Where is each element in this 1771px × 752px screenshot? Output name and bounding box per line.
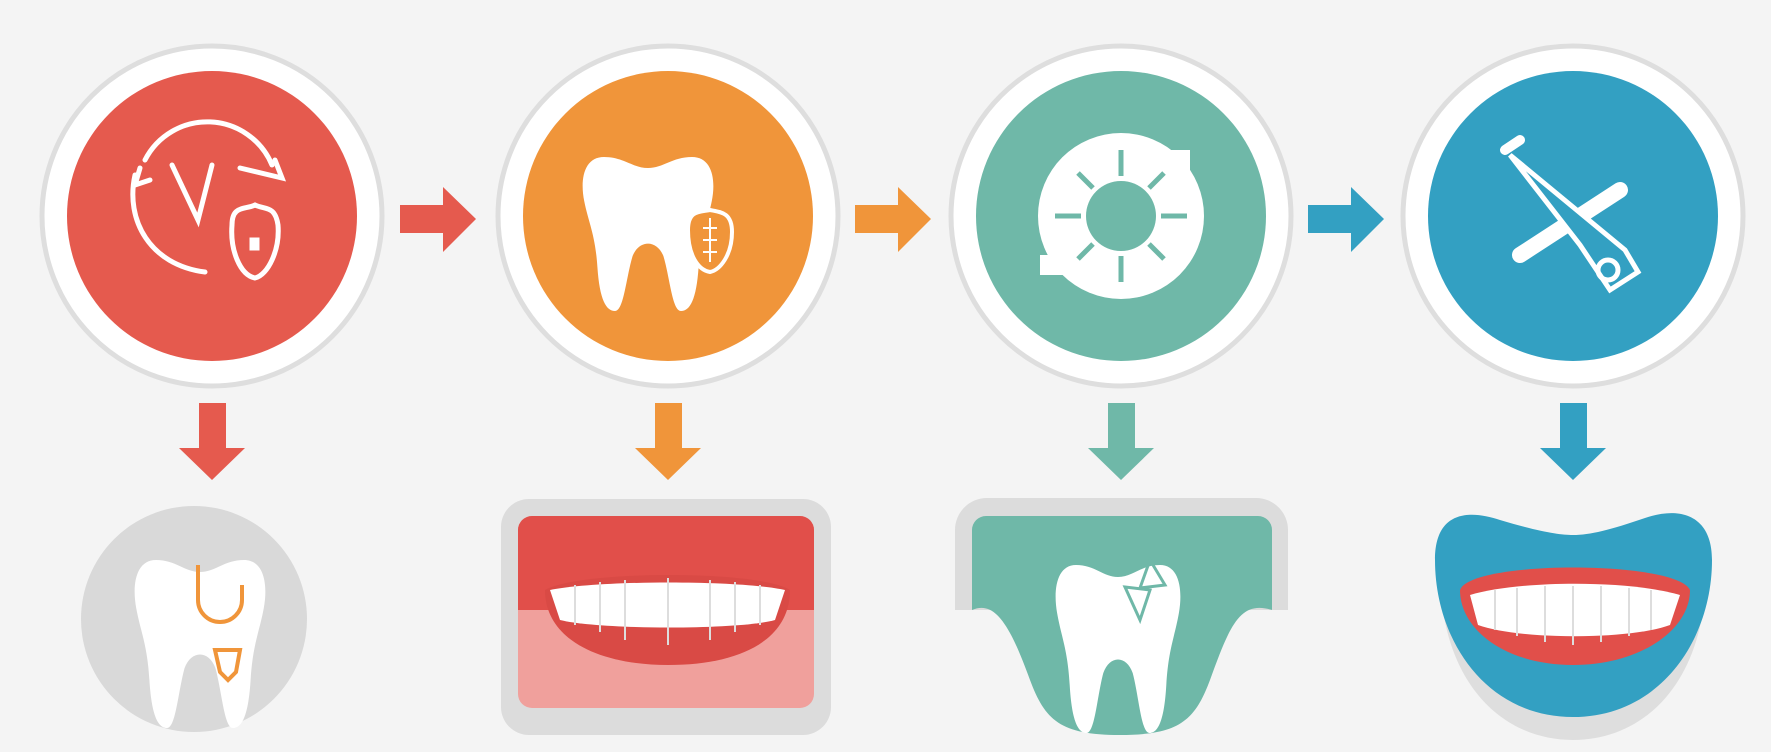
smile-gums-icon xyxy=(545,575,790,665)
cracked-tooth-icon xyxy=(1055,556,1181,733)
arrow-down-2 xyxy=(635,403,701,480)
bacteria-shield-icon xyxy=(1038,133,1204,299)
step-1 xyxy=(39,43,385,389)
result-2 xyxy=(501,499,831,735)
dental-tools-icon xyxy=(1500,135,1642,294)
step-2 xyxy=(495,43,841,389)
result-4 xyxy=(1435,513,1712,740)
arrow-shape xyxy=(635,403,701,480)
arrow-down-3 xyxy=(1088,403,1154,480)
smile-mouth-icon xyxy=(1460,567,1690,665)
arrow-shape xyxy=(400,187,476,252)
result-3 xyxy=(955,498,1288,735)
arrow-shape xyxy=(1308,187,1384,252)
tooth-with-crown-icon xyxy=(582,157,735,311)
arrow-shape xyxy=(1088,403,1154,480)
arrow-right-2 xyxy=(855,187,931,252)
result-1 xyxy=(81,506,307,732)
arrow-right-1 xyxy=(400,187,476,252)
arrow-right-3 xyxy=(1308,187,1384,252)
arrow-shape xyxy=(179,403,245,480)
tooth-rotation-cycle-icon xyxy=(130,119,287,281)
arrow-down-4 xyxy=(1540,403,1606,480)
step-3 xyxy=(948,43,1294,389)
step-4 xyxy=(1400,43,1746,389)
arrow-shape xyxy=(1540,403,1606,480)
arrow-shape xyxy=(855,187,931,252)
step-1-circle xyxy=(67,71,357,361)
arrow-down-1 xyxy=(179,403,245,480)
tooth-with-implant-post-icon xyxy=(134,560,266,728)
